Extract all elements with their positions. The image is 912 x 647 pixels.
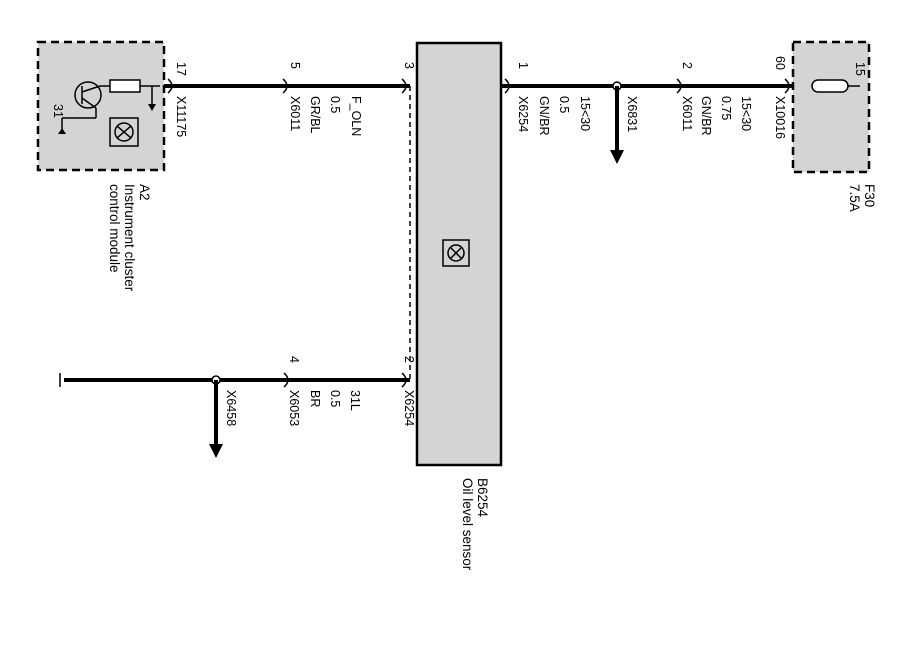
sensor-pin-2: 2 (402, 356, 416, 363)
a2-pin: 17 (174, 62, 188, 76)
power1-connector: X6254 (516, 96, 530, 132)
arrow-down-icon (610, 150, 624, 164)
power2-pin: 2 (680, 62, 694, 69)
a2-name-line2: control module (107, 184, 122, 273)
ground-signal: 31L (348, 390, 362, 411)
a2-ground-label: 31 (51, 104, 65, 118)
ground-splice-label: X6458 (224, 390, 238, 426)
f30-id: F30 (862, 184, 877, 207)
f30-rating: 7.5A (847, 184, 862, 212)
power1-size: 0.5 (557, 96, 571, 113)
wire-ground (59, 372, 410, 458)
a2-id: A2 (137, 184, 152, 201)
fuse-box (791, 40, 871, 174)
f30-terminal: 15 (853, 62, 867, 76)
power-splice-label: X6831 (625, 96, 639, 132)
sensor-symbol (442, 239, 470, 267)
oil-level-sensor (409, 41, 503, 467)
ground-arrow-icon (58, 128, 66, 134)
power1-color: GN/BR (537, 96, 551, 136)
oil-warning-symbol (109, 117, 139, 147)
power2-color: GN/BR (699, 96, 713, 136)
power1-signal: 15<30 (578, 96, 592, 131)
wire-signal (164, 78, 410, 94)
f30-pin: 60 (773, 56, 787, 70)
signal-connector: X6011 (288, 96, 302, 131)
wire-power (501, 78, 793, 164)
a2-connector: X11175 (174, 96, 188, 137)
sensor-connector-2: X6254 (402, 390, 416, 426)
ground-size: 0.5 (328, 390, 342, 407)
arrow-down-icon (148, 104, 156, 111)
arrow-down-icon (209, 444, 223, 458)
resistor-symbol (109, 79, 141, 93)
signal-name: F_OLN (349, 96, 363, 136)
sensor-pin-1: 1 (516, 62, 530, 69)
f30-connector: X10016 (773, 96, 787, 139)
ground-connector: X6053 (287, 390, 301, 426)
signal-pin: 5 (288, 62, 302, 69)
a2-name-line1: Instrument cluster (122, 184, 137, 292)
signal-color: GR/BL (308, 96, 322, 134)
power2-connector: X6011 (680, 96, 694, 131)
sensor-id: B6254 (475, 478, 490, 518)
power2-size: 0.75 (719, 96, 733, 120)
power2-signal: 15<30 (739, 96, 753, 131)
labels: 17 X11175 31 A2 Instrument cluster contr… (51, 56, 877, 571)
ground-color: BR (308, 390, 322, 407)
instrument-cluster-module (36, 40, 166, 172)
fuse-symbol (811, 79, 849, 93)
transistor-symbol (74, 81, 102, 109)
sensor-pin-3: 3 (402, 62, 416, 69)
sensor-name: Oil level sensor (460, 478, 475, 571)
ground-pin: 4 (287, 356, 301, 363)
signal-size: 0.5 (328, 96, 342, 113)
